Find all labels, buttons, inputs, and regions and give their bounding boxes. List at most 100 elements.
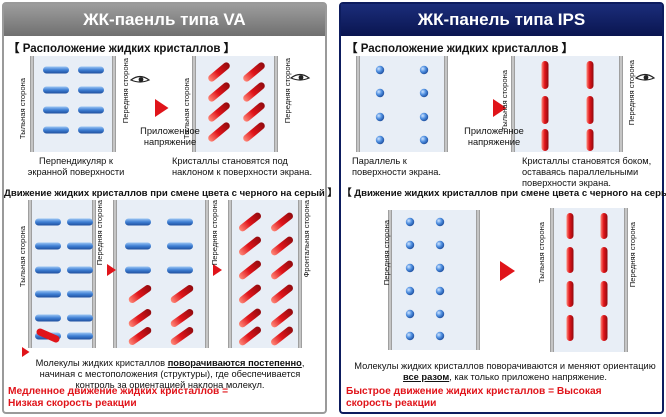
ips-off-crystal-0	[375, 65, 385, 75]
va-on-box-plate-right	[274, 56, 278, 152]
ips-m1-crystal-r1	[435, 240, 445, 250]
va-on-crystal-1	[208, 82, 230, 102]
va-off-crystal-1	[43, 86, 69, 94]
va-bottom-text-b: , начиная с местоположения (структуры), …	[39, 358, 305, 390]
ips-on-crystal-0c	[541, 129, 549, 151]
va-front-side-label: Передняя сторона	[121, 58, 130, 124]
va-m1-crystal-r1	[67, 242, 93, 250]
va-on-crystal-r1	[243, 82, 265, 102]
ips-motion-back-label: Тыльная сторона	[537, 222, 546, 284]
ips-m2-crystal-0-3	[566, 315, 574, 341]
ips-off-crystal-r0	[419, 65, 429, 75]
va-m1-crystal-3	[35, 290, 61, 298]
va-off-crystal-0	[43, 66, 69, 74]
ips-m1-crystal-2	[405, 263, 415, 273]
ips-m1-crystal-1	[405, 240, 415, 250]
ips-bottom-text-b: , как только приложено напряжение.	[449, 372, 607, 382]
va-off-crystal-r2	[78, 106, 104, 114]
ips-bottom-text-highlight: все разом	[403, 372, 450, 382]
va-on-crystal-r3	[243, 122, 265, 142]
va-motion-box-2-plate-right	[205, 200, 209, 348]
va-small-arrow-icon	[22, 347, 30, 357]
va-on-crystal-3	[208, 122, 230, 142]
va-m1-crystal-4	[35, 314, 61, 322]
va-off-box-plate-right	[112, 56, 116, 152]
ips-off-crystal-3	[375, 135, 385, 145]
ips-off-crystal-1	[375, 88, 385, 98]
va-motion-front-alt-label: Фронтальная сторона	[302, 200, 311, 278]
eye-icon-2-pupil	[298, 75, 304, 80]
ips-result: Быстрое движение жидких кристаллов = Выс…	[346, 386, 602, 409]
ips-m1-crystal-r0	[435, 217, 445, 227]
va-m3-crystal-r0	[271, 212, 293, 232]
va-m2-crystal-2	[125, 266, 151, 274]
ips-m1-crystal-r2	[435, 263, 445, 273]
ips-off-box-plate-right	[444, 56, 448, 152]
va-m2-crystal-0	[125, 218, 151, 226]
va-m3-crystal-r2	[271, 260, 293, 280]
ips-motion-box-1-plate-left	[388, 210, 392, 350]
right-arrow-icon-5	[500, 261, 515, 281]
ips-motion-box-1-bg	[392, 210, 476, 350]
ips-on-crystal-1b	[586, 96, 594, 124]
va-off-crystal-3	[43, 126, 69, 134]
va-on-crystal-0	[208, 62, 230, 82]
va-m1-crystal-1	[35, 242, 61, 250]
va-motion-box-3-plate-left	[228, 200, 232, 348]
ips-on-crystal-0a	[541, 61, 549, 89]
va-m1-crystal-r0	[67, 218, 93, 226]
va-motion-box-2-plate-left	[113, 200, 117, 348]
ips-back-side-label: Тыльная сторона	[500, 70, 509, 132]
va-on-crystal-2	[208, 102, 230, 122]
ips-m1-crystal-0	[405, 217, 415, 227]
eye-icon-3-pupil	[643, 75, 649, 80]
right-arrow-icon	[155, 99, 169, 117]
va-back-side-label: Тыльная сторона	[18, 78, 27, 140]
ips-panel: ЖК-панель типа IPS	[339, 2, 664, 414]
ips-motion-title: 【 Движение жидких кристаллов при смене ц…	[342, 188, 666, 199]
va-on-crystal-r2	[243, 102, 265, 122]
va-on-crystal-r0	[243, 62, 265, 82]
va-m3-crystal-r1	[271, 236, 293, 256]
va-bottom-text-highlight: поворачиваются постепенно	[167, 358, 302, 368]
va-m1-crystal-r2	[67, 266, 93, 274]
va-m3-crystal-4	[239, 308, 261, 328]
eye-icon-pupil	[138, 77, 144, 82]
ips-m2-crystal-1-2	[600, 281, 608, 307]
ips-off-crystal-r3	[419, 135, 429, 145]
va-m1-crystal-0	[35, 218, 61, 226]
right-arrow-icon-3	[213, 264, 222, 276]
ips-bottom-text: Молекулы жидких кристаллов поворачиваютс…	[352, 361, 658, 383]
va-bottom-text-a: Молекулы жидких кристаллов	[35, 358, 168, 368]
right-arrow-icon-2	[107, 264, 116, 276]
va-m1-crystal-r5	[67, 332, 93, 340]
ips-motion-box-2-bg	[554, 208, 624, 352]
va-off-crystal-r1	[78, 86, 104, 94]
va-m1-crystal-2	[35, 266, 61, 274]
ips-m1-crystal-r3	[435, 286, 445, 296]
va-off-crystal-r3	[78, 126, 104, 134]
ips-on-box-plate-left	[511, 56, 515, 152]
ips-on-crystal-0b	[541, 96, 549, 124]
ips-motion-front-label: Передняя сторона	[382, 220, 391, 286]
ips-m2-crystal-1-3	[600, 315, 608, 341]
ips-sideways-caption: Кристаллы становятся боком, оставаясь па…	[522, 156, 652, 188]
va-result: Медленное движение жидких кристаллов = Н…	[8, 386, 229, 409]
ips-on-crystal-1a	[586, 61, 594, 89]
va-applied-voltage: Приложенное напряжение	[140, 126, 200, 147]
va-motion-front-label: Передняя сторона	[95, 200, 104, 266]
ips-bottom-text-a: Молекулы жидких кристаллов поворачиваютс…	[354, 361, 656, 371]
ips-on-crystal-1c	[586, 129, 594, 151]
va-motion-box-3-plate-right	[298, 200, 302, 348]
va-m2-crystal-3	[128, 285, 152, 303]
va-m3-crystal-r4	[271, 308, 293, 328]
ips-on-box-bg	[515, 56, 619, 152]
ips-m2-crystal-0-1	[566, 247, 574, 273]
va-m1-red-crystal	[36, 328, 60, 343]
va-tilted-caption: Кристаллы становятся под наклоном к пове…	[172, 156, 313, 177]
va-m1-crystal-r4	[67, 314, 93, 322]
va-m2-crystal-r2	[167, 266, 193, 274]
va-off-crystal-r0	[78, 66, 104, 74]
va-m3-crystal-1	[239, 236, 261, 256]
